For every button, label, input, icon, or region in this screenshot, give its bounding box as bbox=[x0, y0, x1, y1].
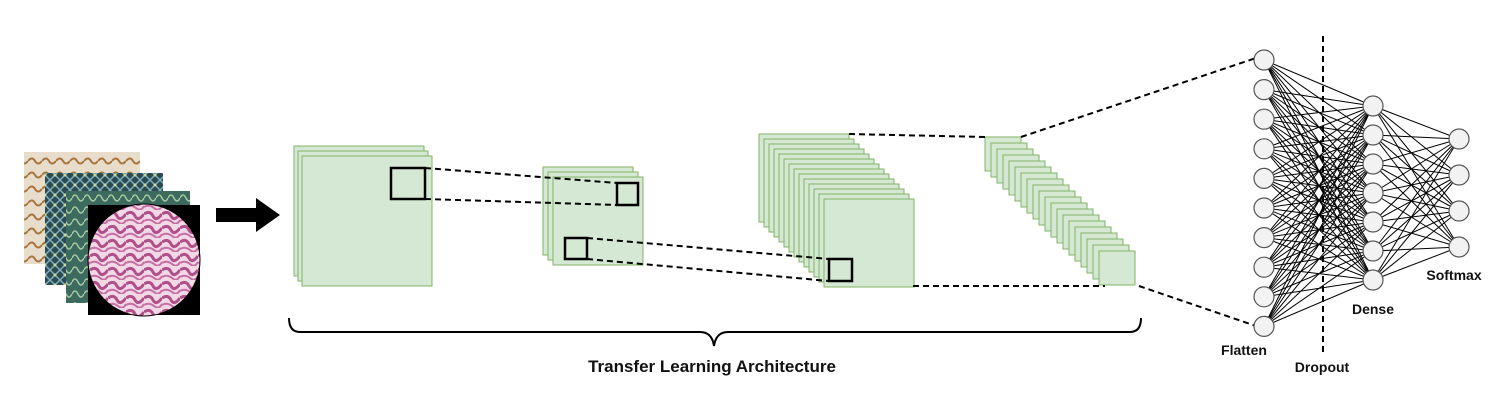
softmax-node bbox=[1448, 236, 1470, 258]
connection-line bbox=[1372, 134, 1460, 176]
softmax-node bbox=[1448, 164, 1470, 186]
connection-line bbox=[1372, 163, 1460, 212]
projection-lines bbox=[424, 57, 1257, 327]
flatten-node bbox=[1253, 78, 1275, 101]
input-arrow-icon bbox=[216, 198, 280, 232]
connection-line bbox=[1372, 138, 1460, 194]
dense-node bbox=[1362, 182, 1384, 204]
dense-node bbox=[1362, 269, 1384, 291]
connection-line bbox=[1263, 221, 1374, 327]
connection-line bbox=[1263, 105, 1374, 179]
connection-line bbox=[1372, 174, 1460, 252]
connection-line bbox=[1372, 138, 1460, 165]
block3-map bbox=[823, 198, 915, 288]
flatten-label: Flatten bbox=[1221, 342, 1267, 358]
connection-line bbox=[1263, 105, 1374, 327]
dense-node bbox=[1362, 124, 1384, 146]
connection-line bbox=[1372, 105, 1460, 140]
dense-node bbox=[1362, 211, 1384, 233]
block1-map bbox=[301, 155, 433, 287]
connection-line bbox=[1263, 105, 1374, 298]
softmax-node bbox=[1448, 200, 1470, 222]
connection-line bbox=[1372, 138, 1460, 223]
flatten-node bbox=[1253, 167, 1275, 189]
feature-maps-block-4 bbox=[984, 136, 1136, 286]
connection-line bbox=[1263, 105, 1374, 150]
connection-line bbox=[1372, 246, 1460, 281]
input-image-stack bbox=[24, 152, 201, 317]
block4-map bbox=[1098, 250, 1136, 286]
flatten-node bbox=[1253, 286, 1275, 308]
kernel-window-2 bbox=[615, 181, 640, 207]
connection-line bbox=[1372, 192, 1460, 248]
connection-line bbox=[1263, 279, 1374, 327]
connection-line bbox=[1372, 105, 1460, 212]
connection-line bbox=[1372, 134, 1460, 140]
flatten-node bbox=[1253, 227, 1275, 249]
kernel-window-1 bbox=[389, 166, 427, 201]
kernel-window-4 bbox=[827, 257, 854, 283]
connection-line bbox=[1372, 134, 1460, 212]
architecture-bracket bbox=[288, 317, 1142, 347]
flatten-node bbox=[1253, 138, 1275, 160]
connection-line bbox=[1263, 163, 1374, 327]
connection-line bbox=[1372, 134, 1460, 248]
network-connections bbox=[1263, 59, 1460, 327]
dense-label: Dense bbox=[1352, 301, 1394, 317]
connection-line bbox=[1263, 59, 1374, 107]
connection-line bbox=[1372, 210, 1460, 223]
connection-line bbox=[1263, 134, 1374, 327]
connection-line bbox=[1372, 174, 1460, 223]
feature-maps-block-3 bbox=[758, 133, 915, 288]
connection-line bbox=[1372, 210, 1460, 281]
flatten-node bbox=[1253, 49, 1275, 71]
connection-line bbox=[1263, 250, 1374, 327]
connection-line bbox=[1263, 105, 1374, 238]
network-nodes bbox=[1253, 49, 1470, 337]
connection-line bbox=[1372, 174, 1460, 194]
connection-line bbox=[1372, 221, 1460, 248]
connection-line bbox=[1372, 105, 1460, 176]
dense-node bbox=[1362, 153, 1384, 175]
connection-line bbox=[1263, 105, 1374, 120]
connection-line bbox=[1263, 192, 1374, 327]
feature-maps-block-2 bbox=[542, 166, 644, 266]
feature-maps-block-1 bbox=[293, 145, 433, 287]
flatten-node bbox=[1253, 256, 1275, 278]
connection-line bbox=[1372, 163, 1460, 176]
connection-line bbox=[1263, 89, 1374, 107]
flatten-node bbox=[1253, 108, 1275, 130]
flatten-node bbox=[1253, 197, 1275, 219]
softmax-label: Softmax bbox=[1426, 267, 1481, 283]
kernel-window-3 bbox=[563, 236, 589, 261]
connection-line bbox=[1372, 138, 1460, 252]
block2-map bbox=[552, 176, 644, 266]
architecture-caption: Transfer Learning Architecture bbox=[588, 357, 836, 376]
connection-line bbox=[1372, 246, 1460, 252]
dropout-label: Dropout bbox=[1295, 359, 1350, 375]
connection-line bbox=[1263, 105, 1374, 209]
connection-line bbox=[1372, 138, 1460, 281]
connection-line bbox=[1372, 105, 1460, 248]
connection-line bbox=[1372, 163, 1460, 248]
flatten-node bbox=[1253, 315, 1275, 337]
connection-line bbox=[1372, 192, 1460, 212]
connection-line bbox=[1263, 105, 1374, 268]
connection-line bbox=[1372, 174, 1460, 281]
dense-node bbox=[1362, 95, 1384, 117]
dense-node bbox=[1362, 240, 1384, 262]
connection-line bbox=[1372, 210, 1460, 252]
softmax-node bbox=[1448, 128, 1470, 150]
input-image-4-tissue bbox=[87, 203, 201, 317]
